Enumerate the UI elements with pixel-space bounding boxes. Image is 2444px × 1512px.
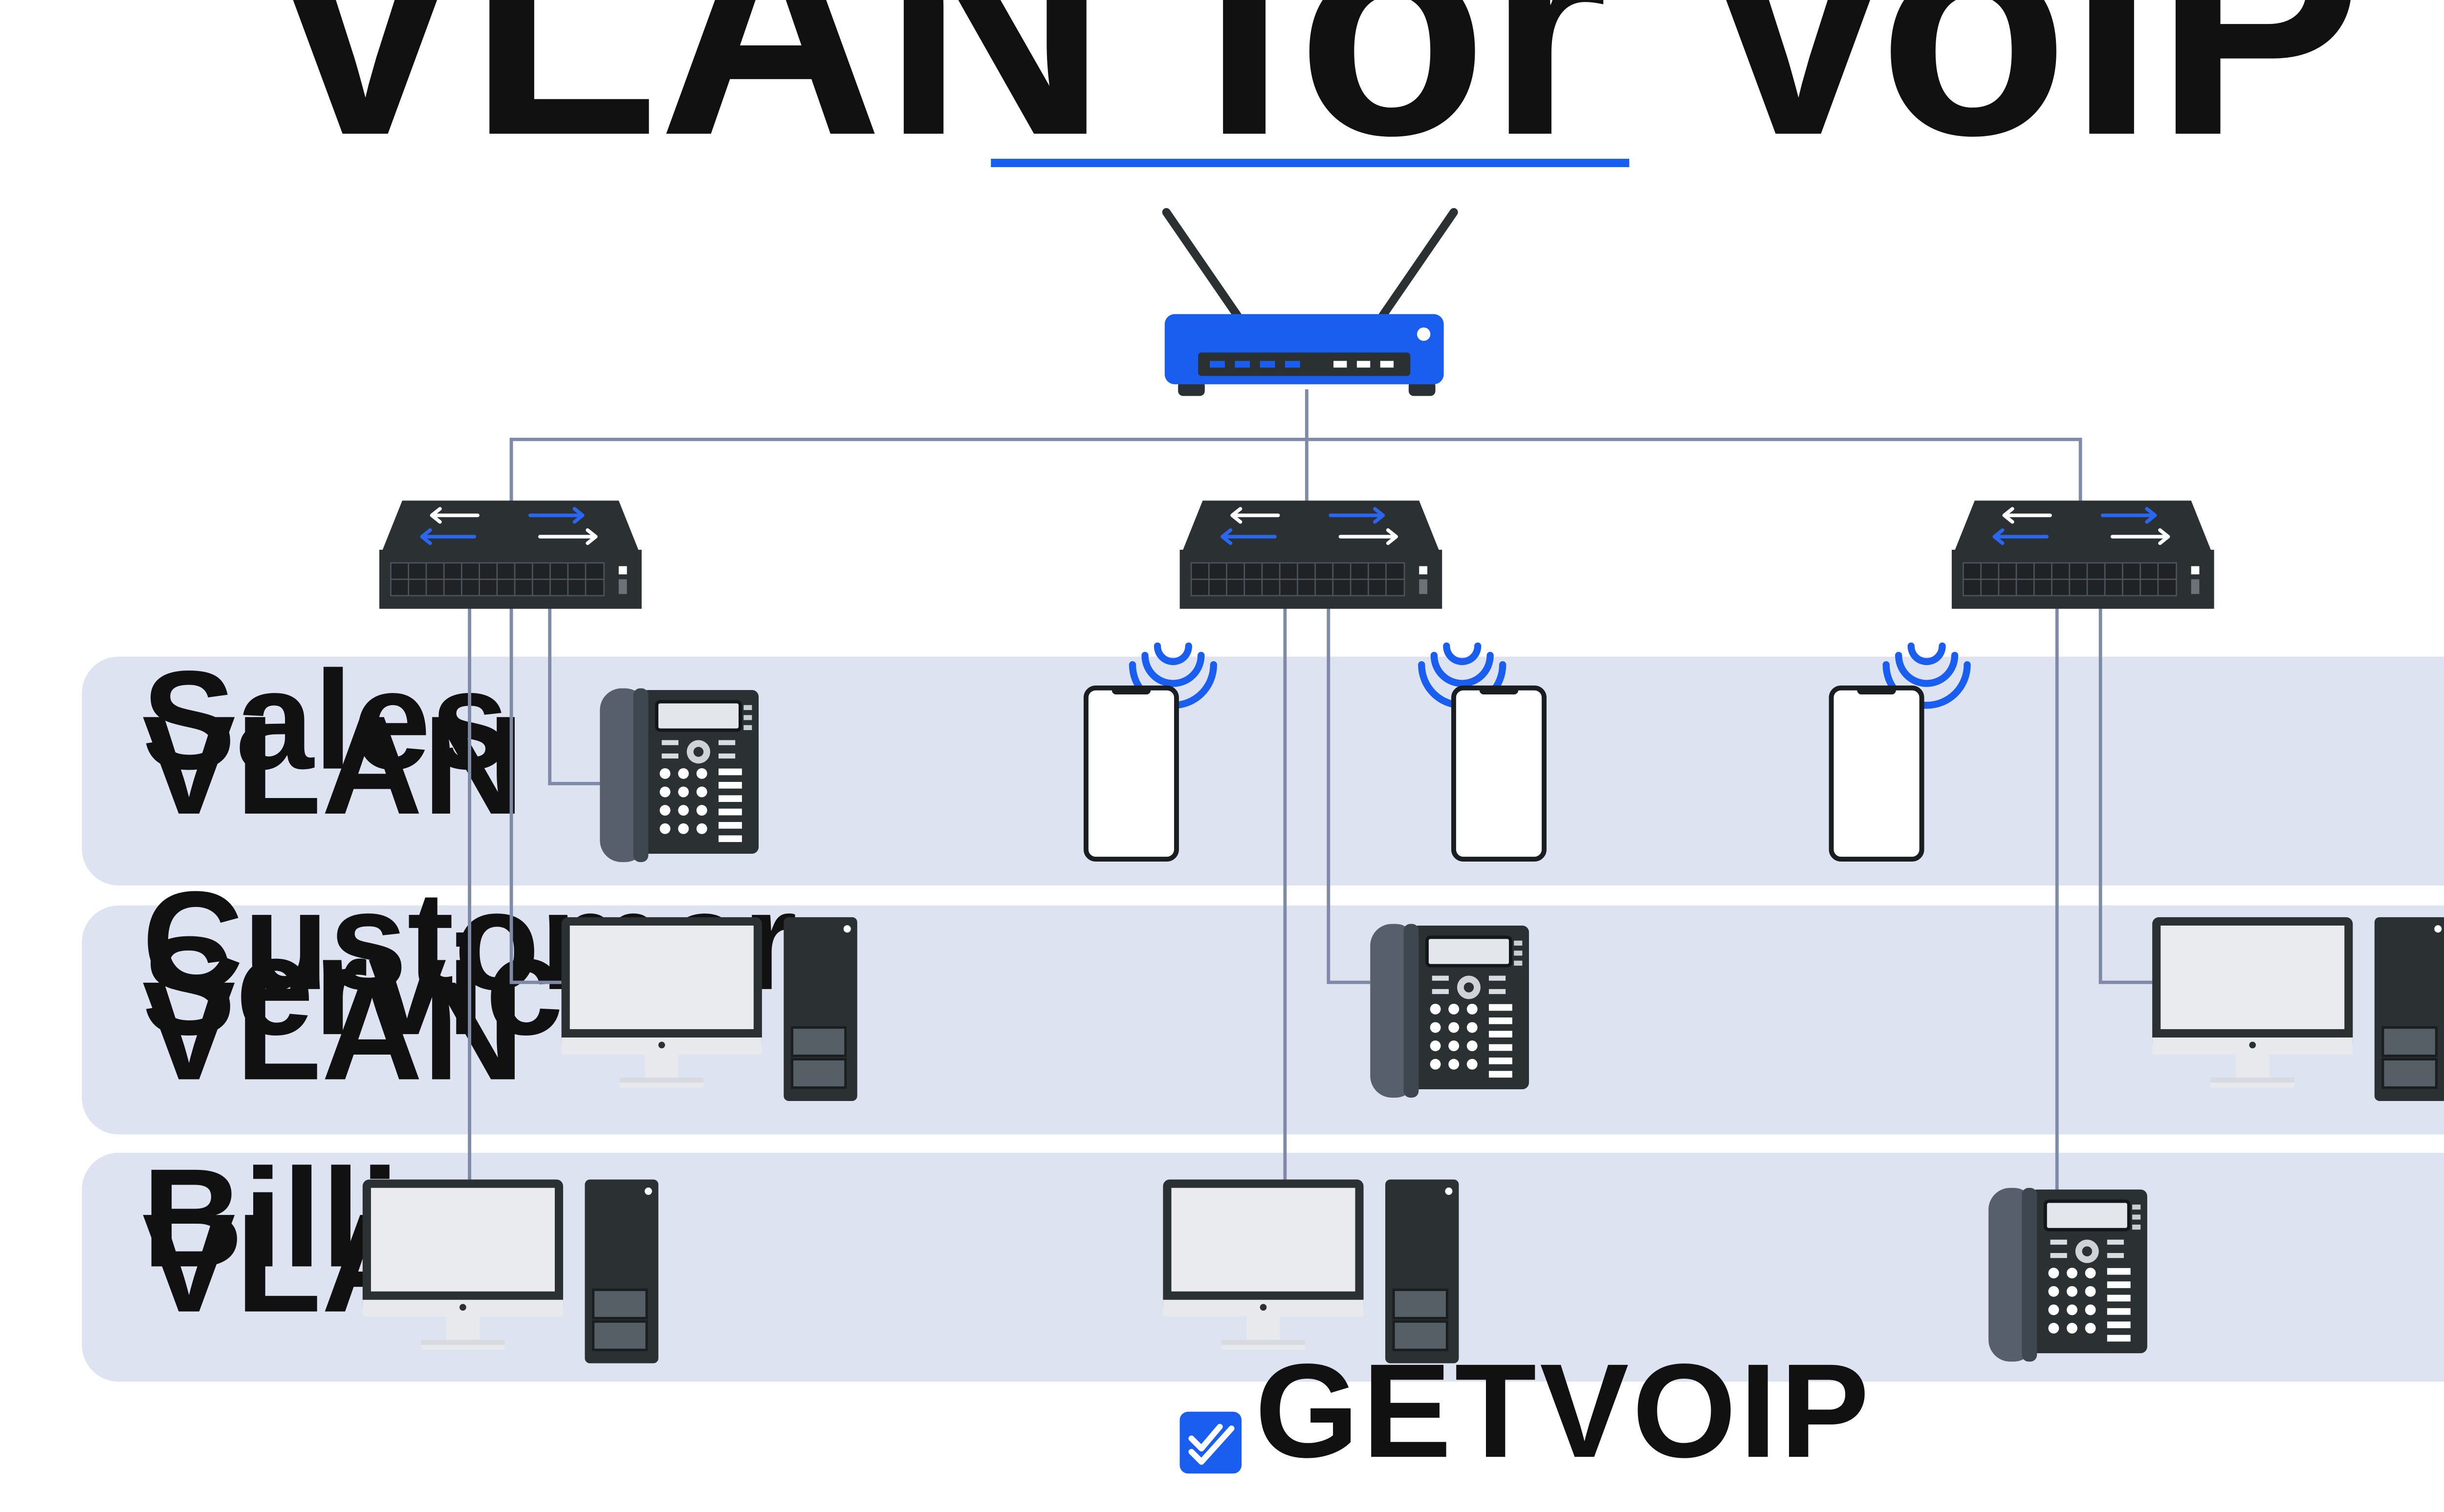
- smartphone-icon: [1454, 686, 1544, 859]
- checkmark-logo-icon: [1179, 1411, 1242, 1474]
- smartphone-icon: [1086, 686, 1177, 859]
- link-left-switch-cs-monitor: [509, 608, 562, 984]
- network-switch-icon: [1952, 500, 2214, 608]
- vlan-label-line: VLAN: [142, 687, 524, 843]
- desk-phone-icon: [600, 689, 759, 863]
- network-switch-icon: [379, 500, 642, 608]
- vlan-label-sales: Sales VLAN: [142, 642, 524, 843]
- router-icon: [1162, 208, 1458, 396]
- link-right-switch-cs-monitor: [2098, 608, 2153, 984]
- brand-name: GETVOIP: [1255, 1336, 1873, 1485]
- router-to-switch-trunk: [509, 437, 2082, 505]
- desk-phone-icon: [1988, 1188, 2147, 1362]
- network-connections: [468, 389, 2153, 1190]
- tower-pc-icon: [2375, 917, 2444, 1101]
- vlan-label-line: VLAN: [142, 952, 524, 1109]
- brand-logo: GETVOIP: [1179, 1336, 1873, 1485]
- vlan-label-line: Service: [142, 907, 642, 1064]
- desk-phone-icon: [1370, 924, 1529, 1098]
- network-switch-icon: [1180, 500, 1442, 608]
- vlan-label-line: Sales: [142, 642, 509, 799]
- link-left-switch-sales-phone: [548, 608, 600, 785]
- smartphone-icon: [1832, 686, 1922, 859]
- tower-pc-icon: [784, 917, 857, 1101]
- tower-pc-icon: [585, 1180, 658, 1363]
- link-center-switch-cs-phone: [1327, 608, 1371, 984]
- title-underline: [991, 158, 1630, 167]
- diagram-title: VLAN for VoIP: [262, 0, 2362, 200]
